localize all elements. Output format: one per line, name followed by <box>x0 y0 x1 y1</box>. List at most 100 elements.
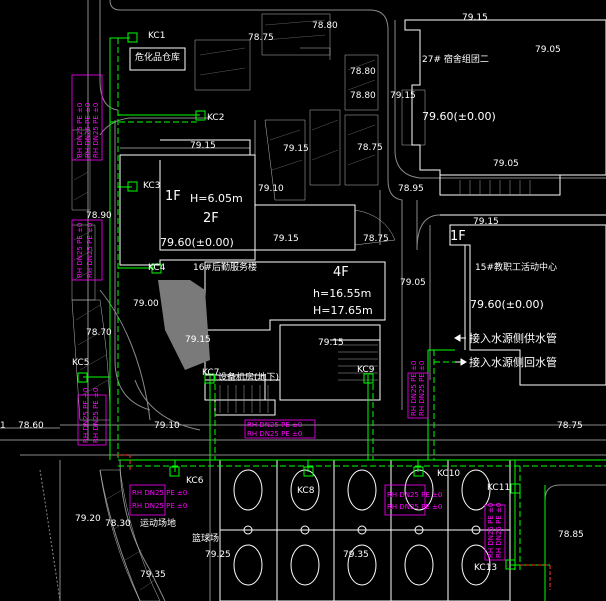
area-sports-label: 运动场地 <box>140 517 176 529</box>
building-16-name: 16#后勤服务楼 <box>193 261 257 273</box>
elevation-label: 79.10 <box>154 421 180 431</box>
pipe-annotation: RH DN25 PE ±0 <box>418 361 426 416</box>
building-4f-floor: 4F <box>333 265 349 280</box>
manhole-label: KC7 <box>202 368 219 378</box>
elevation-label: 79.05 <box>535 45 561 55</box>
manhole-kc9 <box>363 373 374 384</box>
elevation-label: 78.75 <box>363 234 389 244</box>
pipe-annotation: RH DN25 PE ±0 <box>387 491 442 499</box>
stair-hatches <box>219 180 531 413</box>
elevation-label: 78.90 <box>86 211 112 221</box>
building-27 <box>404 19 606 176</box>
building-16 <box>119 154 256 266</box>
elevation-label: 78.80 <box>350 67 376 77</box>
manhole-kc8 <box>303 466 314 477</box>
elevation-label: 78.30 <box>105 519 131 529</box>
misc-building-label: 危化品仓库 <box>135 51 180 63</box>
pipe-annotation: RH DN25 PE ±0 <box>84 103 92 158</box>
callout-return: 接入水源侧回水管 <box>469 355 557 369</box>
manhole-label: KC2 <box>207 113 224 123</box>
manhole-label: KC9 <box>357 365 375 375</box>
pipe-annotation: RH DN25 PE ±0 <box>92 388 100 443</box>
sports-courts <box>219 459 511 601</box>
manhole-kc2 <box>195 110 206 121</box>
buildings <box>119 19 606 416</box>
elevation-label: 78.60 <box>18 421 44 431</box>
manhole-kc5 <box>77 372 88 383</box>
pipe-annotation: RH DN25 PE ±0 <box>495 503 503 558</box>
manhole-kc10 <box>413 466 424 477</box>
elevation-label: 78.70 <box>86 328 112 338</box>
elevation-label: 79.35 <box>343 550 369 560</box>
elevation-label: 79.05 <box>493 159 519 169</box>
manhole-label: KC8 <box>297 486 315 496</box>
pipe-annotation: RH DN25 PE ±0 <box>410 361 418 416</box>
pipe-annotation: RH DN25 PE ±0 <box>132 502 187 510</box>
building-4f-h1: h=16.55m <box>313 287 371 300</box>
area-court-label: 篮球场 <box>192 532 219 544</box>
water-pipes <box>83 37 606 601</box>
manhole-label: KC3 <box>143 181 160 191</box>
manhole-label: KC1 <box>148 31 165 41</box>
callout-supply: 接入水源侧供水管 <box>469 331 557 345</box>
manhole-label: KC5 <box>72 358 89 368</box>
elevation-label: 79.15 <box>473 217 499 227</box>
elevation-label: 79.05 <box>400 278 426 288</box>
building-16-floor1: 1F <box>165 189 181 204</box>
building-15-level: 79.60(±0.00) <box>470 298 544 311</box>
elevation-label: 79.15 <box>273 234 299 244</box>
manhole-kc7 <box>204 373 215 384</box>
manhole-label: KC6 <box>186 476 204 486</box>
elevation-label: 1 <box>0 421 6 431</box>
elevation-label: 78.80 <box>350 91 376 101</box>
pipe-annotation: RH DN25 PE ±0 <box>86 223 94 278</box>
building-16-height: H=6.05m <box>190 192 243 205</box>
building-4f-h2: H=17.65m <box>313 304 373 317</box>
building-27-name: 27# 宿舍组团二 <box>422 53 489 65</box>
elevation-label: 78.75 <box>248 33 274 43</box>
manhole-kc1 <box>127 32 138 43</box>
building-16-level: 79.60(±0.00) <box>160 236 234 249</box>
building-27-level: 79.60(±0.00) <box>422 110 496 123</box>
manhole-kc11 <box>510 483 521 494</box>
pipe-annotation: RH DN25 PE ±0 <box>76 103 84 158</box>
building-15 <box>449 224 606 386</box>
elevation-label: 78.80 <box>312 21 338 31</box>
return-line-red-2 <box>117 454 131 470</box>
manhole-kc4 <box>151 263 162 274</box>
elevation-label: 78.75 <box>557 421 583 431</box>
pipe-annotation: RH DN25 PE ±0 <box>132 489 187 497</box>
elevation-label: 79.15 <box>462 13 488 23</box>
elevation-label: 78.85 <box>558 530 584 540</box>
pipe-annotation: RH DN25 PE ±0 <box>82 388 90 443</box>
manhole-label: KC13 <box>474 563 497 573</box>
manhole-kc13 <box>505 559 516 570</box>
pipe-annotation: RH DN25 PE ±0 <box>247 430 302 438</box>
manhole-kc3 <box>127 181 138 192</box>
elevation-label: 79.35 <box>140 570 166 580</box>
elevation-label: 79.20 <box>75 514 101 524</box>
manhole-kc6 <box>169 466 180 477</box>
building-16-floor2: 2F <box>203 211 219 226</box>
manholes <box>77 32 521 570</box>
hatch-pattern-lines <box>73 19 376 591</box>
manhole-label: KC10 <box>437 469 460 479</box>
pipe-annotation-frames <box>71 74 506 561</box>
elevation-label: 79.15 <box>390 91 416 101</box>
return-line-red <box>520 564 551 590</box>
elevation-label: 79.15 <box>185 335 211 345</box>
manhole-label: KC4 <box>148 263 166 273</box>
elevation-label: 79.15 <box>283 144 309 154</box>
manhole-label: KC11 <box>487 483 510 493</box>
elevation-label: 79.25 <box>205 550 231 560</box>
pipe-annotation: RH DN25 PE ±0 <box>76 223 84 278</box>
elevation-label: 79.10 <box>258 184 284 194</box>
elevation-label: 78.75 <box>357 143 383 153</box>
pipe-annotation: RH DN25 PE ±0 <box>92 103 100 158</box>
kc7-room-label: 设备机房(地下) <box>218 371 279 383</box>
elevation-label: 79.15 <box>190 141 216 151</box>
